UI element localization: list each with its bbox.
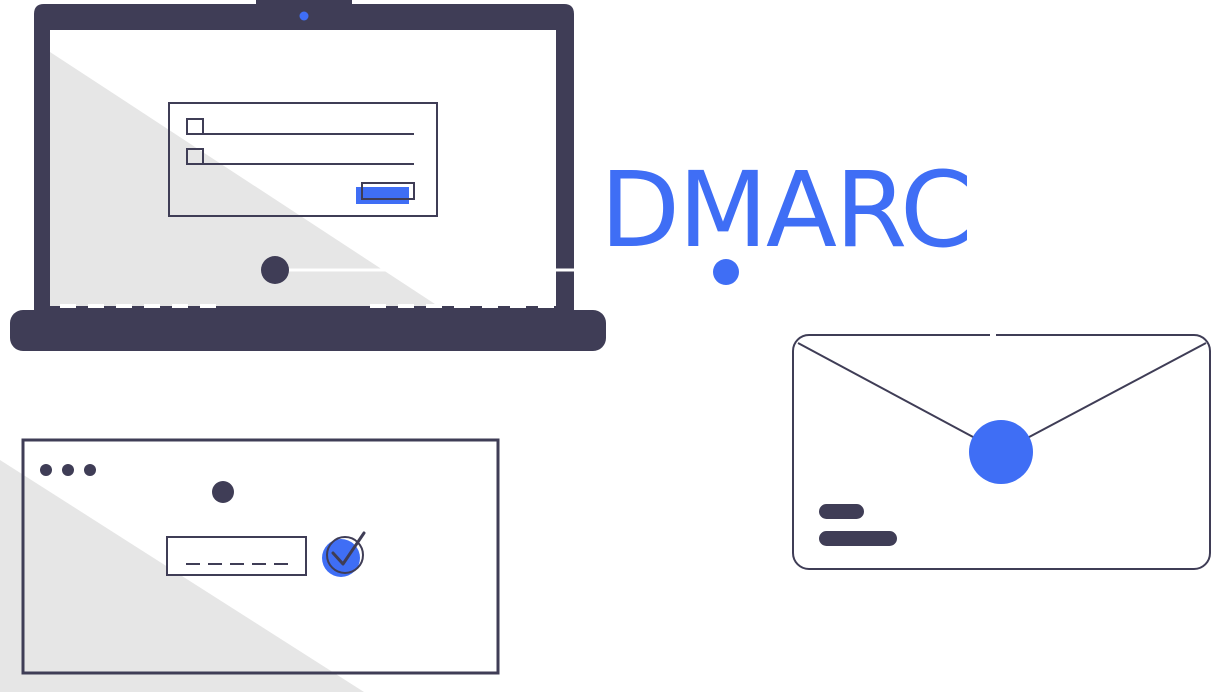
laptop-base bbox=[10, 310, 606, 351]
window-avatar bbox=[212, 481, 234, 503]
screen-shadow bbox=[50, 52, 438, 306]
envelope-seal bbox=[969, 420, 1033, 484]
browser-window bbox=[0, 438, 500, 692]
webcam-icon bbox=[299, 11, 309, 21]
code-input bbox=[166, 536, 307, 576]
window-controls-icon bbox=[40, 464, 96, 476]
envelope-line-1 bbox=[819, 504, 864, 519]
laptop bbox=[10, 0, 606, 351]
login-submit-outline bbox=[361, 182, 415, 200]
login-checkbox-1 bbox=[186, 118, 204, 135]
dmarc-title: DMARC bbox=[600, 149, 971, 271]
title-dot bbox=[713, 259, 739, 285]
check-circle-icon bbox=[322, 531, 366, 577]
laptop-hinge-marks bbox=[60, 304, 554, 308]
envelope-line-2 bbox=[819, 531, 897, 546]
laptop-camera-housing bbox=[256, 0, 352, 10]
login-checkbox-2 bbox=[186, 148, 204, 165]
envelope-top-gap bbox=[990, 330, 996, 338]
login-form bbox=[168, 102, 438, 217]
login-submit-button bbox=[356, 187, 409, 204]
envelope-icon bbox=[792, 330, 1211, 570]
window-frame bbox=[21, 438, 500, 675]
laptop-trackpoint bbox=[261, 256, 289, 284]
